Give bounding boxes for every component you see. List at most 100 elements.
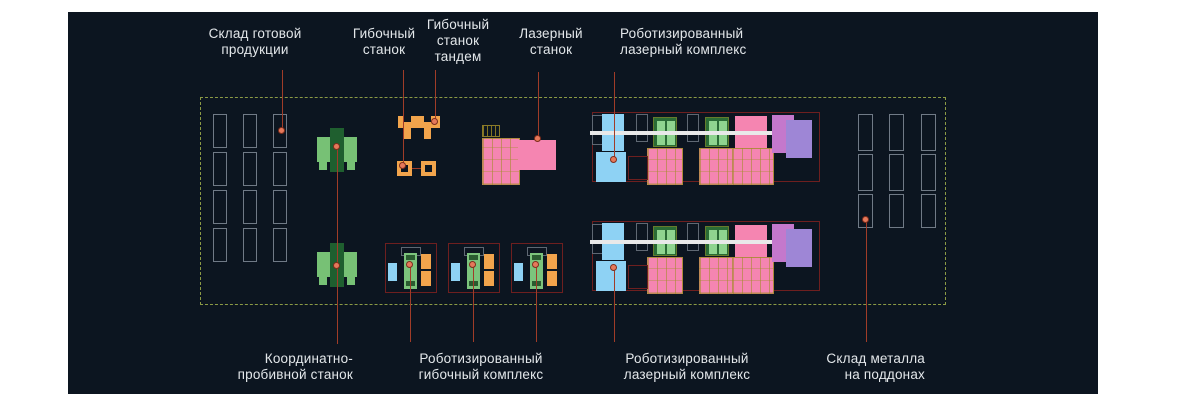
machine-part: [388, 263, 397, 281]
leader-dot: [532, 261, 539, 268]
machine-part: [636, 223, 648, 251]
pallet-rack: [889, 194, 904, 228]
robotic-bending-complex-1: [385, 243, 437, 293]
machine-part: [347, 276, 355, 285]
pallet-rack: [243, 152, 257, 186]
label-line: Склад металла: [826, 351, 925, 366]
pallet-rack: [921, 154, 936, 191]
machine-part: [424, 116, 431, 122]
label-sklad-gotovoy: Склад готовой продукции: [185, 26, 325, 58]
machine-part: [317, 137, 330, 162]
factory-boundary: [200, 97, 946, 305]
pallet-rack: [273, 152, 287, 186]
pallet-rack: [243, 190, 257, 224]
label-line: Роботизированный: [625, 351, 749, 366]
pallet-rack: [858, 154, 873, 191]
robotic-laser-complex-bottom: [590, 221, 822, 295]
machine-part: [547, 254, 557, 269]
unloader-right: [786, 120, 812, 158]
transfer-rail: [590, 131, 784, 135]
label-line: Координатно-: [264, 351, 353, 366]
pallet-rack: [921, 114, 936, 151]
leader-dot: [610, 156, 617, 163]
label-line: Роботизированный: [620, 26, 744, 41]
label-line: Склад готовой: [208, 26, 302, 41]
leader-line: [410, 265, 411, 342]
laser-machine-loader: [482, 125, 500, 137]
robotic-laser-complex-top: [590, 112, 822, 186]
machine-part: [636, 114, 648, 142]
machine-part: [319, 276, 327, 285]
machine-part: [484, 271, 494, 286]
leader-line: [614, 268, 615, 342]
machine-part: [687, 114, 699, 142]
machine-part: [514, 263, 523, 281]
laser-unit: [647, 257, 683, 294]
label-robot-gibochny: Роботизированный гибочный комплекс: [406, 351, 556, 383]
pallet-rack: [889, 154, 904, 191]
label-gibochny-stanok: Гибочный станок: [314, 26, 454, 58]
laser-machine-body: [518, 140, 556, 170]
leader-line: [866, 220, 867, 342]
leader-dot: [333, 262, 340, 269]
leader-line: [536, 265, 537, 342]
label-lazerny-stanok: Лазерный станок: [481, 26, 621, 58]
machine-part: [425, 165, 432, 172]
laser-unit: [732, 148, 774, 185]
laser-unit: [699, 257, 735, 294]
robotic-bending-complex-3: [511, 243, 563, 293]
pallet-rack: [243, 114, 257, 148]
leader-dot: [278, 127, 285, 134]
machine-part: [344, 252, 357, 277]
machine-part: [421, 254, 431, 269]
pallet-rack: [213, 114, 227, 148]
transfer-rail: [590, 240, 784, 244]
machine-part: [547, 271, 557, 286]
label-robot-laser-top: Роботизированный лазерный комплекс: [620, 26, 790, 58]
bending-machine: [421, 161, 436, 176]
leader-line: [538, 72, 539, 139]
pallet-rack: [213, 152, 227, 186]
label-line: продукции: [221, 42, 289, 57]
leader-dot: [406, 261, 413, 268]
machine-part: [424, 128, 431, 139]
machine-part: [687, 223, 699, 251]
laser-unit: [647, 148, 683, 185]
pallet-rack: [858, 114, 873, 151]
complex-outline: [511, 243, 563, 293]
label-line: Роботизированный: [419, 351, 543, 366]
pallet-rack: [213, 228, 227, 262]
pallet-rack: [273, 228, 287, 262]
leader-dot: [610, 264, 617, 271]
pallet-rack: [858, 194, 873, 228]
label-line: лазерный комплекс: [620, 42, 747, 57]
label-koordinatno-probivnoy: Координатно- пробивной станок: [213, 351, 353, 383]
machine-part: [628, 156, 648, 180]
leader-dot: [431, 118, 438, 125]
label-line: Гибочный: [426, 17, 490, 32]
label-line: лазерный комплекс: [623, 367, 751, 382]
machine-part: [484, 254, 494, 269]
leader-dot: [862, 216, 869, 223]
leader-line: [337, 147, 338, 344]
leader-dot: [333, 143, 340, 150]
label-line: Лазерный: [519, 26, 583, 41]
pallet-rack: [213, 190, 227, 224]
label-line: пробивной станок: [237, 367, 353, 382]
machine-part: [319, 161, 327, 170]
laser-machine-bed: [482, 138, 520, 185]
label-line: Гибочный: [352, 26, 416, 41]
leader-line: [282, 70, 283, 131]
machine-part: [404, 128, 411, 139]
machine-part: [344, 137, 357, 162]
leader-dot: [399, 162, 406, 169]
machine-part: [628, 265, 648, 289]
label-line: станок: [436, 33, 480, 48]
label-line: станок: [529, 42, 573, 57]
machine-part: [451, 263, 460, 281]
machine-part: [401, 165, 408, 172]
unloader-right: [786, 229, 812, 267]
label-line: тандем: [434, 49, 482, 64]
leader-line: [435, 70, 436, 122]
pallet-rack: [243, 228, 257, 262]
